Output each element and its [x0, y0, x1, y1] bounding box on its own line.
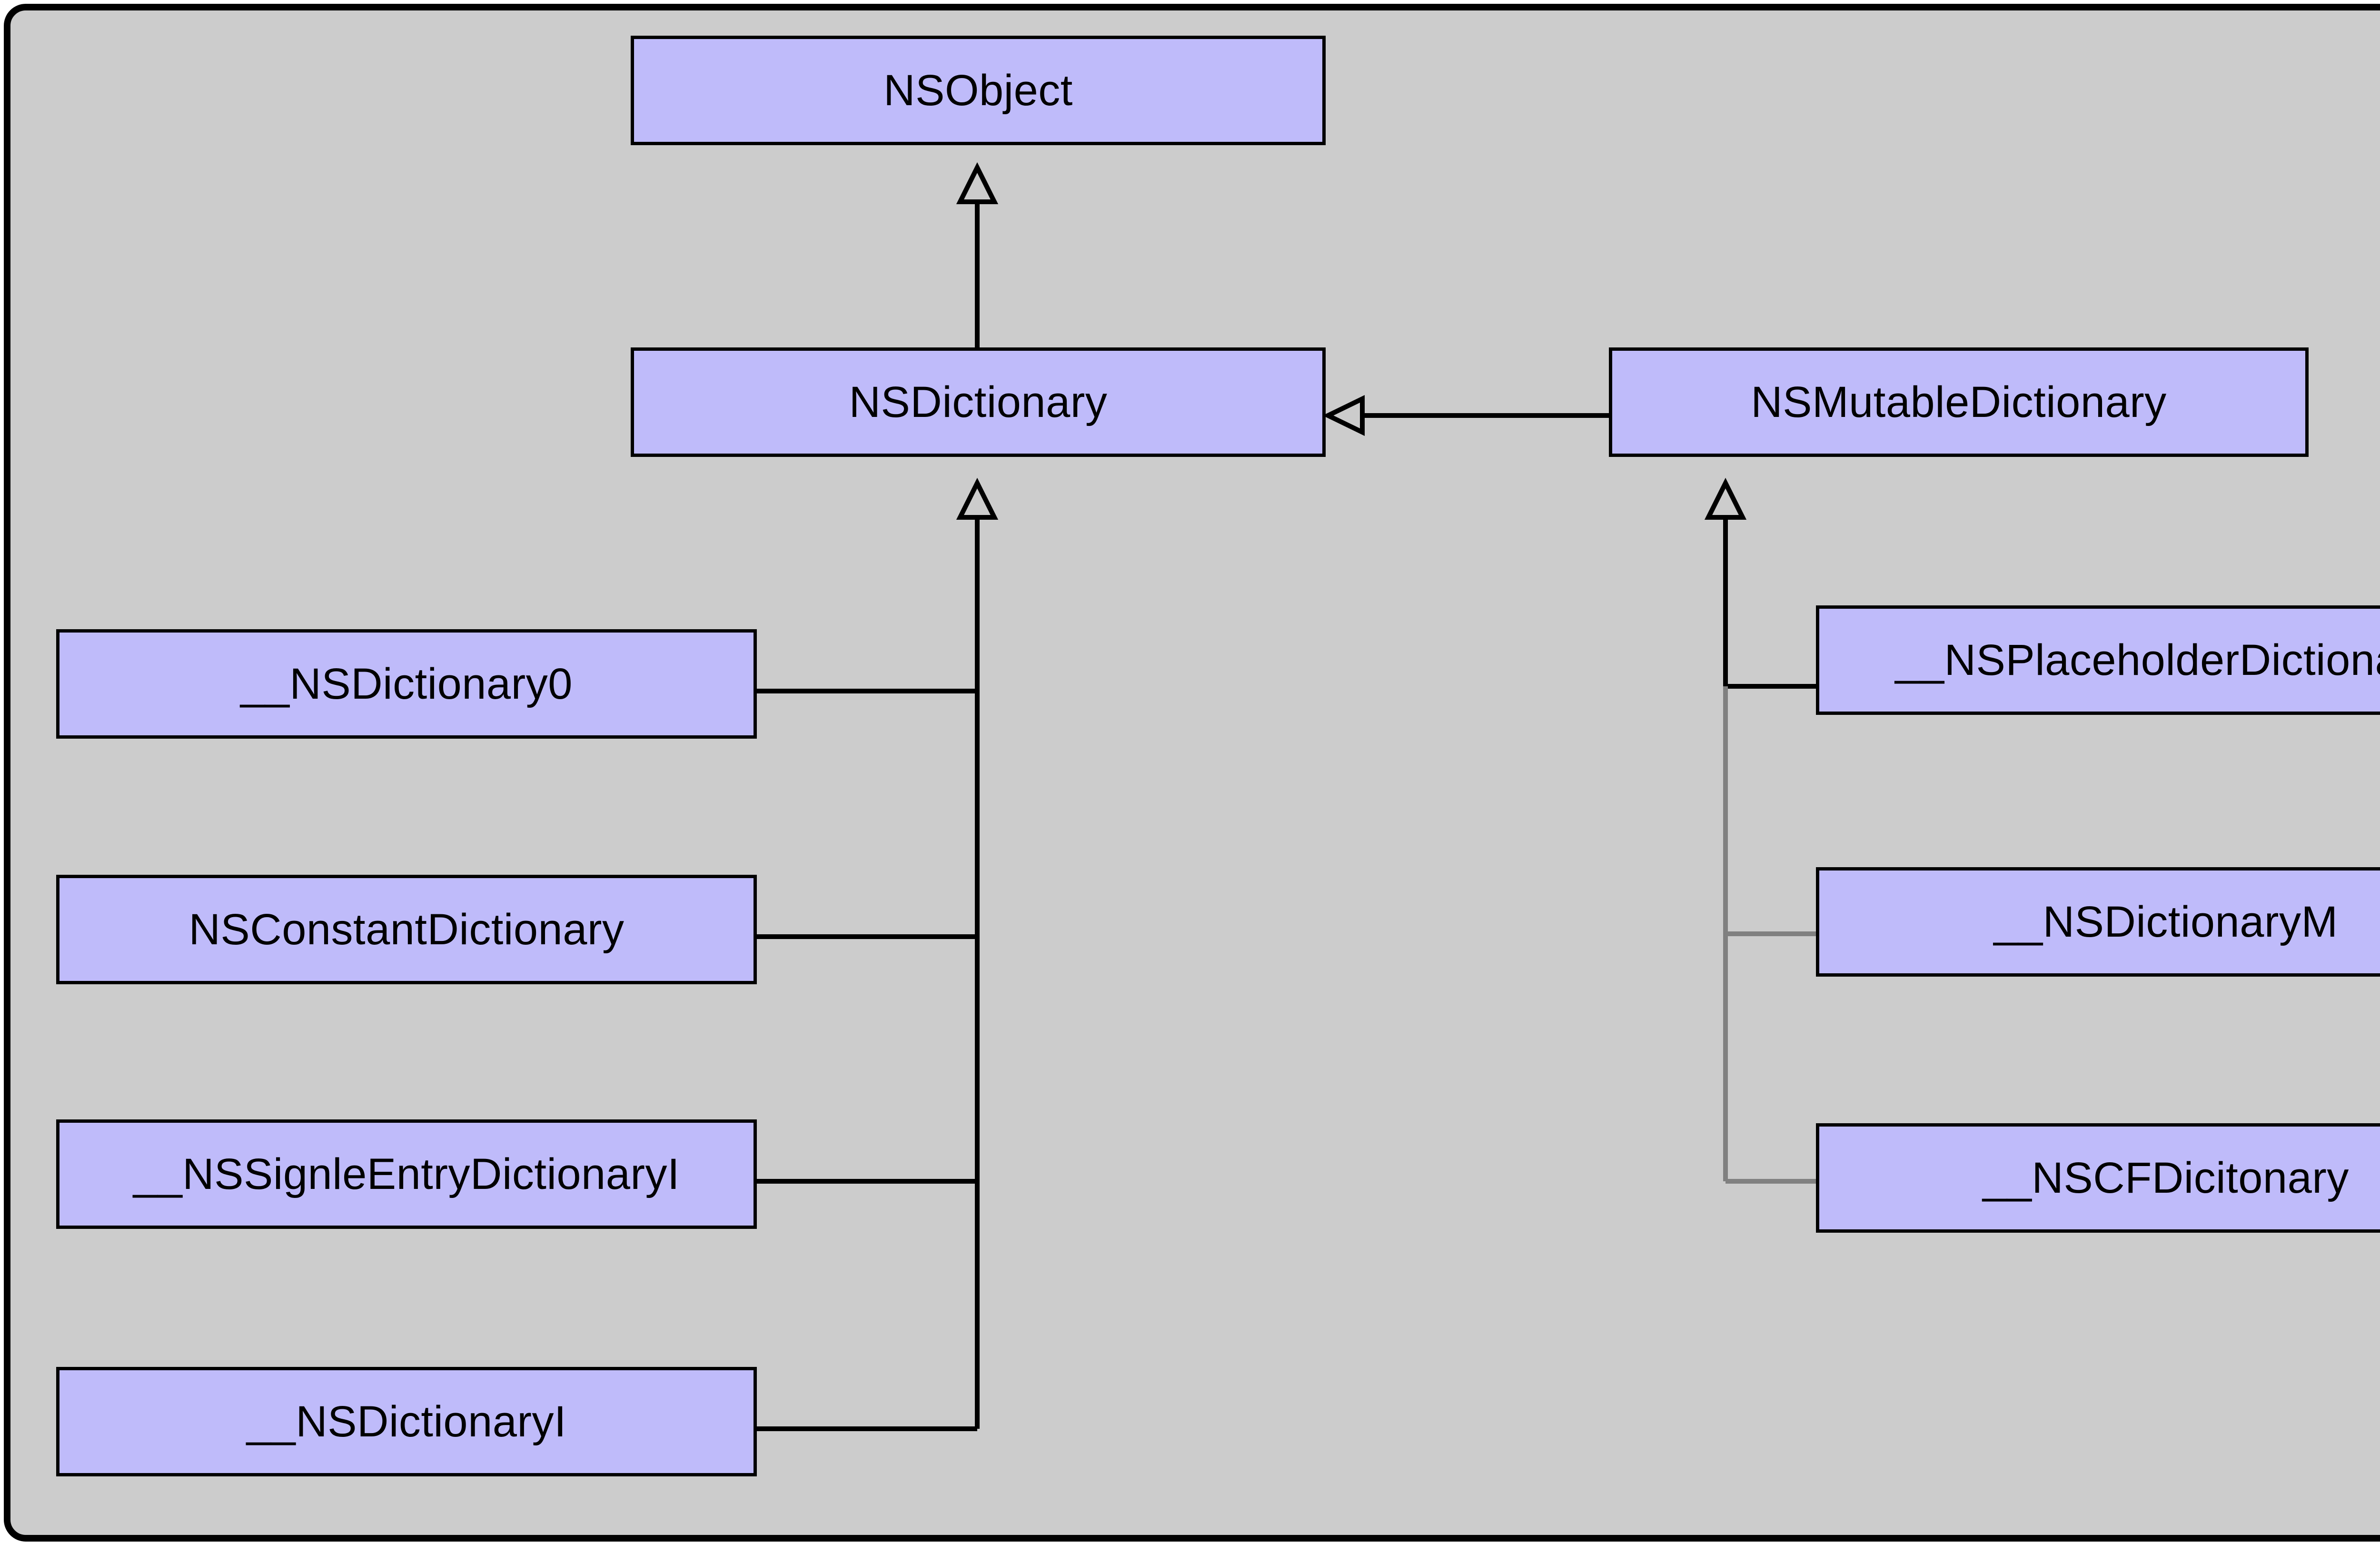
class-node-nsconstantdictionary[interactable]: NSConstantDictionary	[56, 875, 757, 984]
diagram-frame	[4, 4, 2380, 1542]
class-node-nsmutabledictionary[interactable]: NSMutableDictionary	[1609, 347, 2309, 457]
class-node-label: __NSCFDicitonary	[1983, 1154, 2349, 1202]
class-node-label: __NSDictionaryM	[1993, 898, 2338, 946]
class-node-label: __NSDictionary0	[240, 660, 573, 708]
class-node-nsdictionaryi[interactable]: __NSDictionaryI	[56, 1367, 757, 1476]
class-node-label: NSDictionary	[849, 378, 1108, 426]
class-node-nscfdicitonary[interactable]: __NSCFDicitonary	[1816, 1123, 2380, 1233]
class-node-label: NSConstantDictionary	[188, 905, 625, 954]
class-node-label: NSMutableDictionary	[1751, 378, 2167, 426]
class-node-nsplaceholderdictionary[interactable]: __NSPlaceholderDictionary	[1816, 605, 2380, 715]
class-node-nsdictionary[interactable]: NSDictionary	[631, 347, 1326, 457]
class-node-nsdictionarym[interactable]: __NSDictionaryM	[1816, 867, 2380, 977]
class-node-nsdictionary0[interactable]: __NSDictionary0	[56, 629, 757, 739]
class-node-label: NSObject	[883, 66, 1073, 115]
class-node-label: __NSPlaceholderDictionary	[1895, 636, 2380, 684]
class-node-label: __NSSignleEntryDictionaryI	[133, 1150, 680, 1198]
class-node-nsobject[interactable]: NSObject	[631, 36, 1326, 145]
class-node-nssignleentrydictionaryi[interactable]: __NSSignleEntryDictionaryI	[56, 1119, 757, 1229]
class-node-label: __NSDictionaryI	[246, 1397, 567, 1446]
